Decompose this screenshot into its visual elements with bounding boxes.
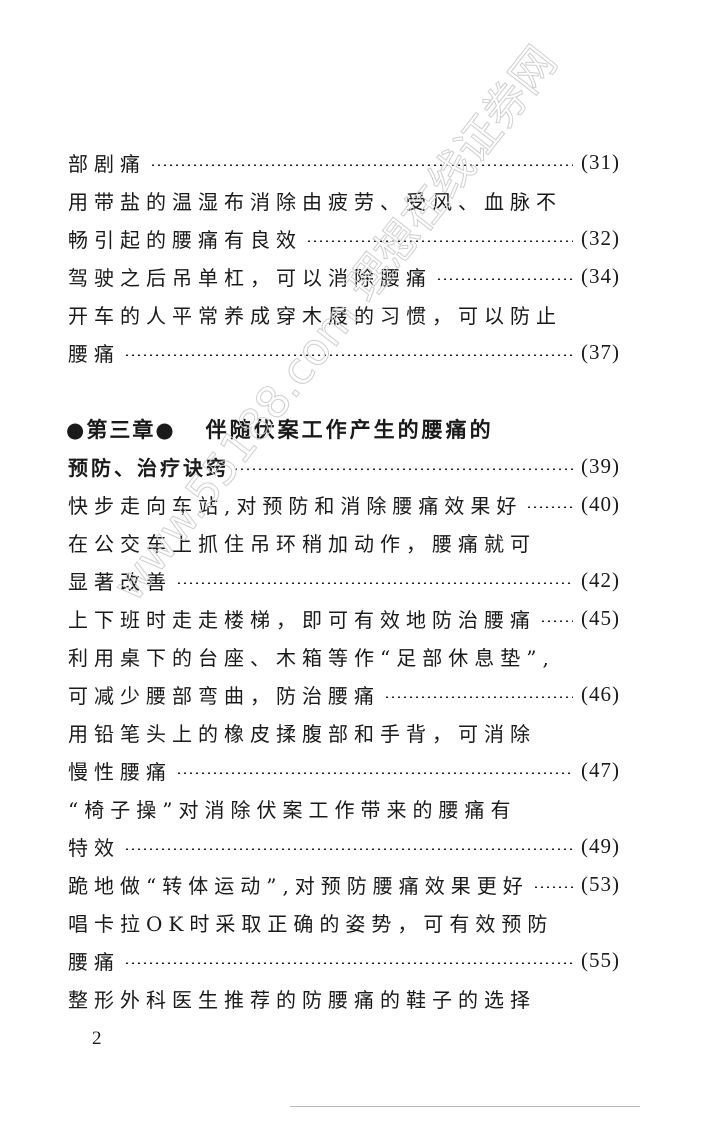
chapter-title-text: 预防、治疗诀窍 [68,455,229,480]
toc-entry-text: 用带盐的温湿布消除由疲劳、受风、血脉不 [68,189,562,214]
chapter-title-line2: 预防、治疗诀窍 (39) [68,451,620,481]
page-number: 2 [92,1028,102,1049]
leader-dots [526,506,573,508]
toc-entry-text: 腰痛 [68,949,120,974]
toc-entry-text: 唱卡拉OK时采取正确的姿势，可有效预防 [68,911,554,936]
leader-dots [124,962,573,964]
scan-edge-line [290,1106,640,1107]
toc-entry-text: 部剧痛 [68,151,146,176]
toc-entry-page: (46) [581,681,620,706]
chapter-page: (39) [581,453,620,478]
toc-entry-text: 慢性腰痛 [68,759,172,784]
leader-dots [176,772,573,774]
chapter-heading: ●第三章● 伴随伏案工作产生的腰痛的 [66,414,494,444]
toc-entry: 整形外科医生推荐的防腰痛的鞋子的选择 [68,983,620,1013]
toc-entry: 畅引起的腰痛有良效 (32) [68,223,620,253]
toc-entry-text: 可减少腰部弯曲，防治腰痛 [68,683,380,708]
toc-entry: 跪地做“转体运动”,对预防腰痛效果更好 (53) [68,869,620,899]
toc-entry-text: 畅引起的腰痛有良效 [68,227,302,252]
toc-entry-text: 跪地做“转体运动”,对预防腰痛效果更好 [68,873,529,898]
toc-entry: 驾驶之后吊单杠，可以消除腰痛 (34) [68,261,620,291]
toc-entry: “椅子操”对消除伏案工作带来的腰痛有 [68,793,620,823]
toc-entry: 可减少腰部弯曲，防治腰痛 (46) [68,679,620,709]
toc-entry: 显著改善 (42) [68,565,620,595]
toc-entry: 腰痛 (55) [68,945,620,975]
leader-dots [176,582,573,584]
leader-dots [436,278,573,280]
toc-entry: 用铅笔头上的橡皮揉腹部和手背，可消除 [68,717,620,747]
leader-dots [384,696,573,698]
toc-entry-text: 在公交车上抓住吊环稍加动作，腰痛就可 [68,531,536,556]
toc-entry: 腰痛 (37) [68,337,620,367]
toc-entry-text: 驾驶之后吊单杠，可以消除腰痛 [68,265,432,290]
toc-entry-page: (34) [581,263,620,288]
toc-entry-page: (49) [581,833,620,858]
toc-entry-page: (40) [581,491,620,516]
toc-entry: 快步走向车站,对预防和消除腰痛效果好 (40) [68,489,620,519]
leader-dots [233,468,573,470]
toc-entry-page: (55) [581,947,620,972]
leader-dots [150,164,573,166]
toc-entry: 唱卡拉OK时采取正确的姿势，可有效预防 [68,907,620,937]
toc-entry-text: 整形外科医生推荐的防腰痛的鞋子的选择 [68,987,536,1012]
leader-dots [540,620,573,622]
toc-entry: 特效 (49) [68,831,620,861]
toc-entry: 利用桌下的台座、木箱等作“足部休息垫”, [68,641,620,671]
toc-entry-page: (45) [581,605,620,630]
toc-entry: 上下班时走走楼梯，即可有效地防治腰痛 (45) [68,603,620,633]
chapter-label: ●第三章● [66,418,176,442]
toc-entry: 开车的人平常养成穿木屐的习惯，可以防止 [68,299,620,329]
toc-entry-text: 开车的人平常养成穿木屐的习惯，可以防止 [68,303,562,328]
toc-entry: 慢性腰痛 (47) [68,755,620,785]
toc-entry-page: (42) [581,567,620,592]
toc-entry-text: 上下班时走走楼梯，即可有效地防治腰痛 [68,607,536,632]
chapter-title-line1: 伴随伏案工作产生的腰痛的 [205,418,494,442]
toc-entry-page: (37) [581,339,620,364]
leader-dots [124,354,573,356]
toc-entry-text: 用铅笔头上的橡皮揉腹部和手背，可消除 [68,721,536,746]
leader-dots [532,886,573,888]
toc-entry-text: 腰痛 [68,341,120,366]
toc-entry-page: (32) [581,225,620,250]
toc-entry-text: 利用桌下的台座、木箱等作“足部休息垫”, [68,645,555,670]
toc-entry-page: (53) [581,871,620,896]
toc-entry-text: 显著改善 [68,569,172,594]
toc-entry: 在公交车上抓住吊环稍加动作，腰痛就可 [68,527,620,557]
toc-entry: 用带盐的温湿布消除由疲劳、受风、血脉不 [68,185,620,215]
toc-entry: 部剧痛 (31) [68,147,620,177]
toc-entry-page: (31) [581,149,620,174]
toc-entry-text: “椅子操”对消除伏案工作带来的腰痛有 [68,797,517,822]
leader-dots [124,848,573,850]
toc-entry-page: (47) [581,757,620,782]
toc-entry-text: 特效 [68,835,120,860]
toc-entry-text: 快步走向车站,对预防和消除腰痛效果好 [68,493,523,518]
leader-dots [306,240,573,242]
